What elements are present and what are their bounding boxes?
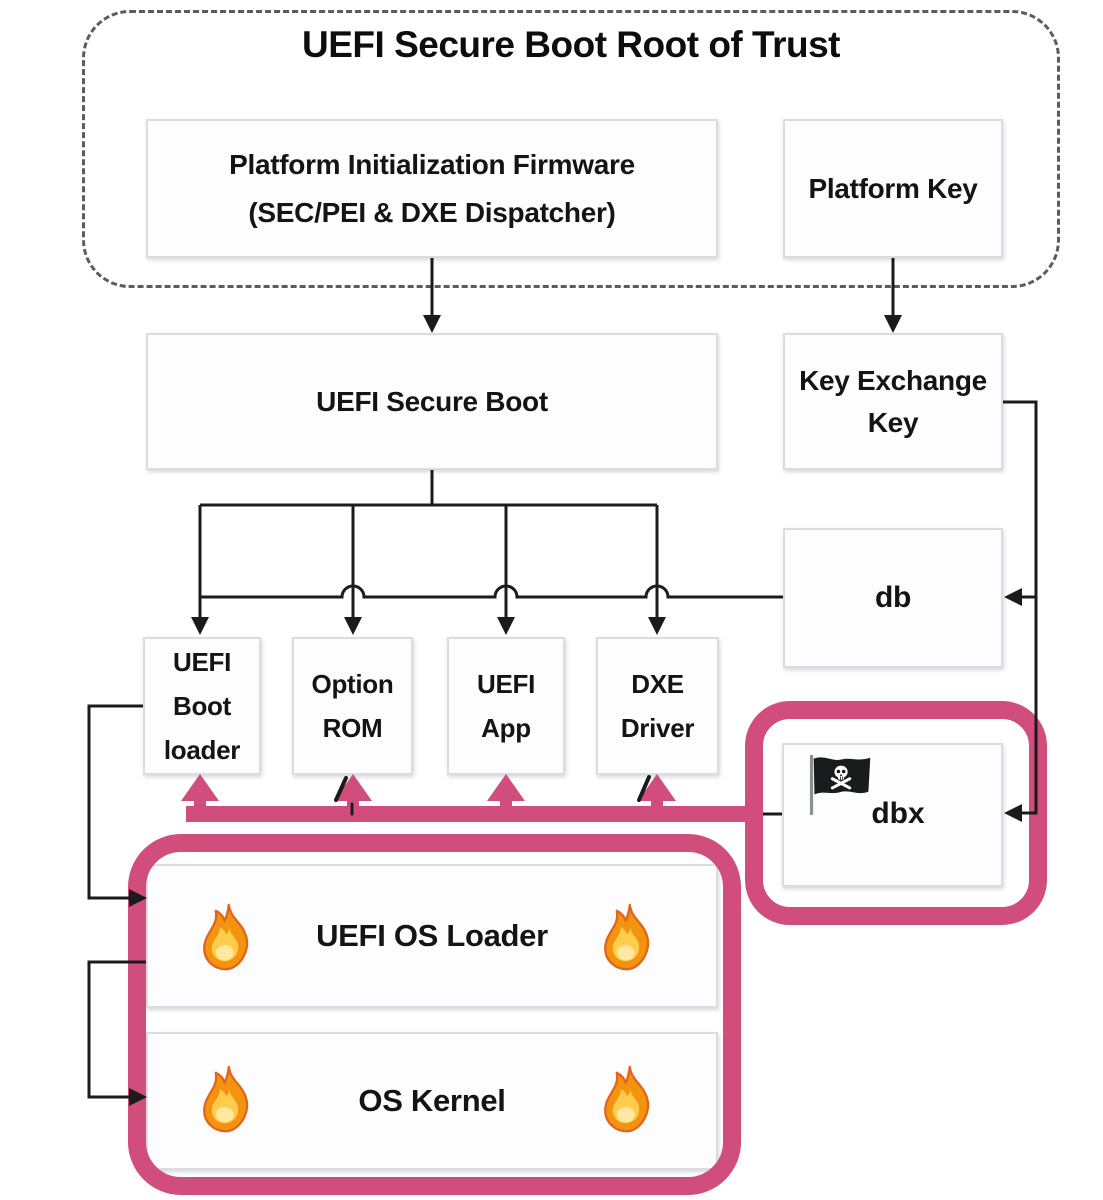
diagram-title: UEFI Secure Boot Root of Trust [302, 24, 840, 65]
box-dxe-driver: DXE Driver [596, 637, 719, 775]
box-db: db [783, 528, 1003, 668]
dbx-label: dbx [871, 797, 925, 830]
root-of-trust-container [82, 10, 1060, 288]
box-platform-initialization-firmware: Platform Initialization Firmware (SEC/PE… [146, 119, 718, 258]
fire-icon [596, 1064, 662, 1144]
hidden-arrow-remnants [334, 775, 651, 816]
platform-init-line2: (SEC/PEI & DXE Dispatcher) [248, 196, 616, 228]
box-uefi-boot-loader: UEFI Boot loader [143, 637, 261, 775]
fire-icon [596, 902, 662, 982]
box-uefi-secure-boot: UEFI Secure Boot [146, 333, 718, 470]
fire-icon [195, 902, 261, 982]
platform-init-line1: Platform Initialization Firmware [229, 148, 635, 180]
box-os-kernel: OS Kernel [146, 1032, 718, 1170]
os-kernel-label: OS Kernel [358, 1083, 506, 1118]
box-platform-key: Platform Key [783, 119, 1003, 258]
box-option-rom: Option ROM [292, 637, 413, 775]
box-uefi-app: UEFI App [447, 637, 565, 775]
box-uefi-os-loader: UEFI OS Loader [146, 864, 718, 1008]
bypass-arrowheads [181, 774, 676, 812]
box-dbx: dbx [782, 743, 1003, 887]
box-key-exchange-key: Key Exchange Key [783, 333, 1003, 470]
uefi-os-loader-label: UEFI OS Loader [316, 918, 548, 953]
fire-icon [195, 1064, 261, 1144]
